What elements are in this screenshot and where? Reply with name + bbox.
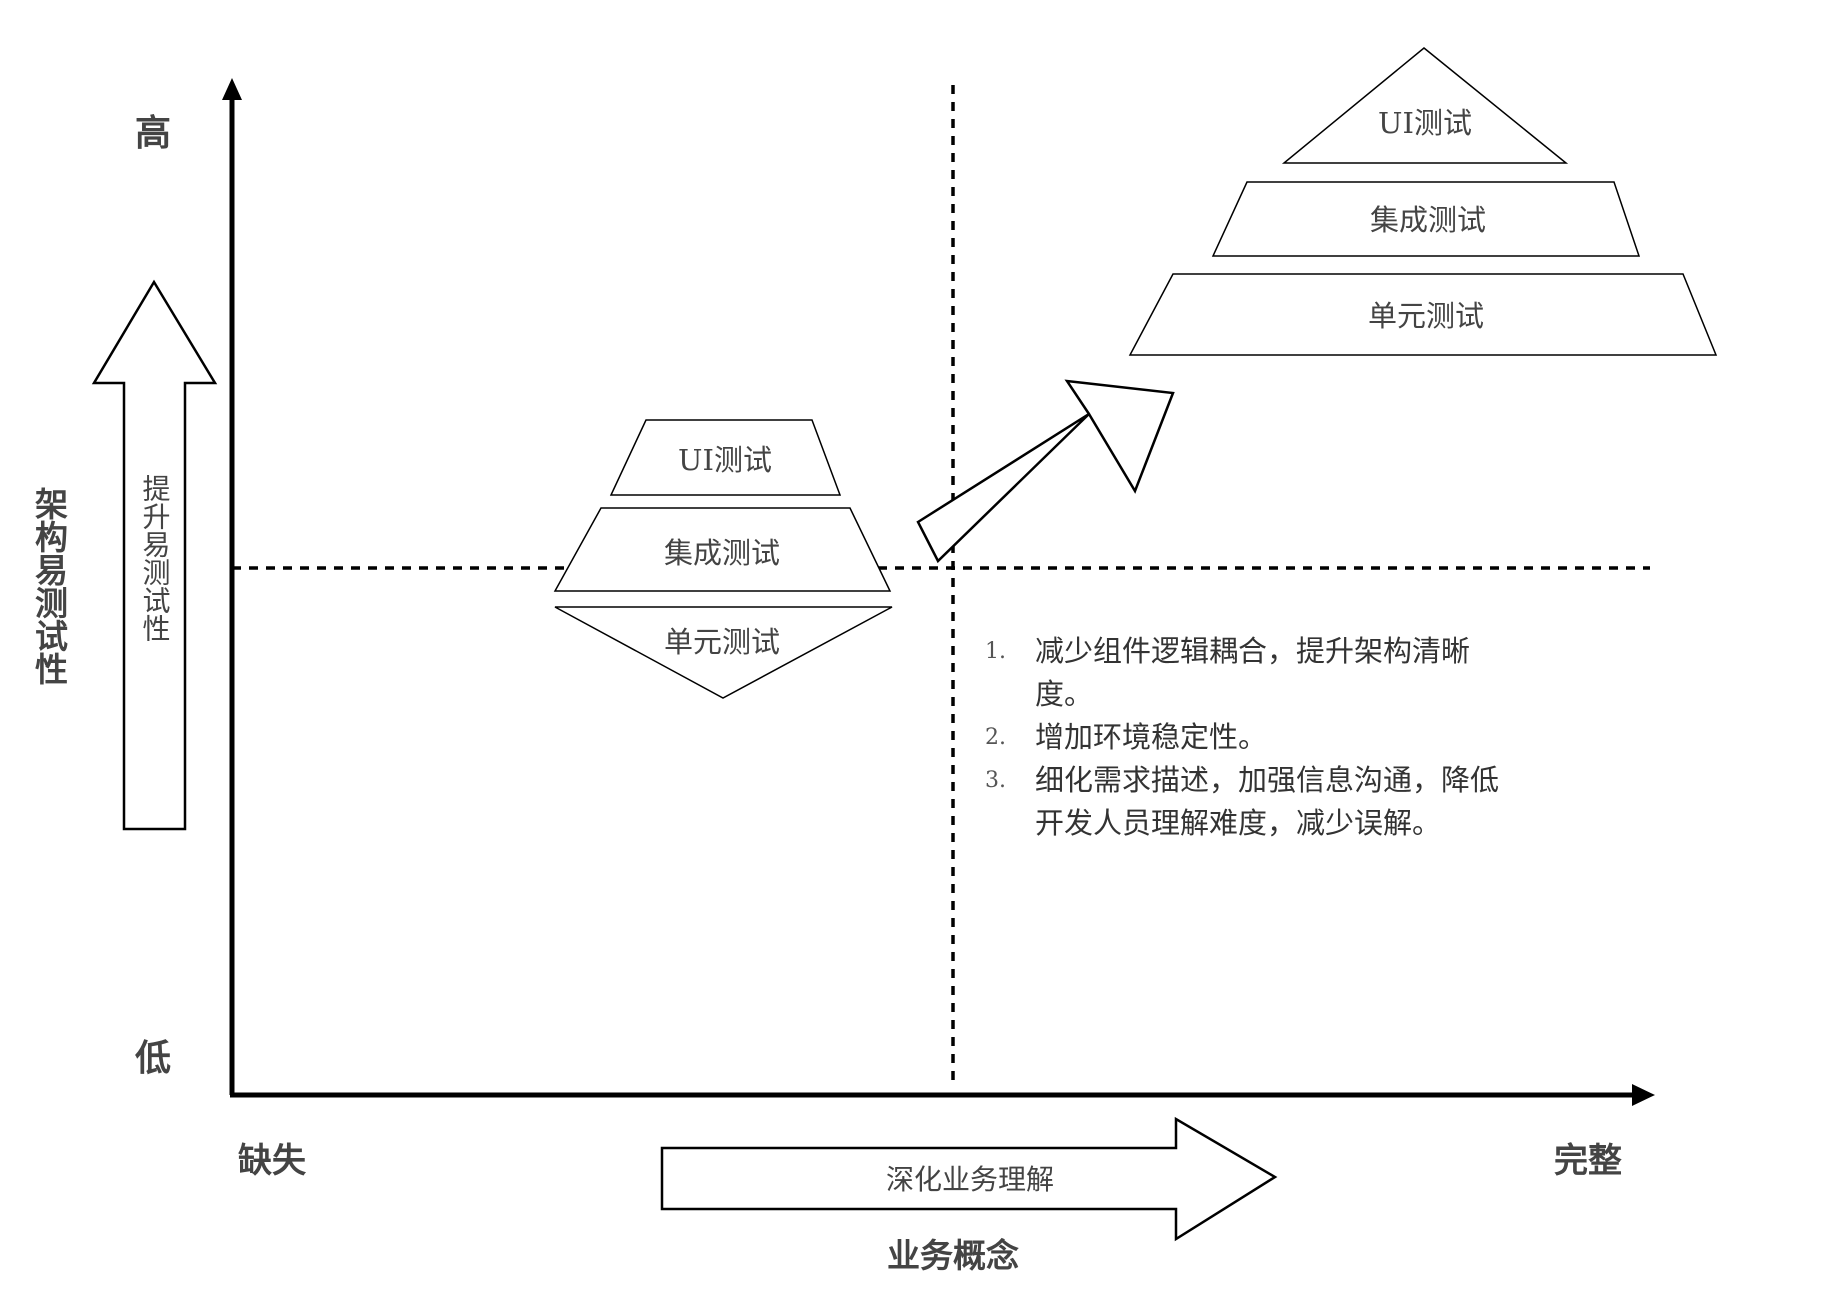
x-axis-arrowhead	[1632, 1084, 1655, 1106]
small-stack-integration-label: 集成测试	[664, 536, 780, 570]
diagonal-upgrade-arrow	[916, 379, 1175, 564]
note-text: 减少组件逻辑耦合，提升架构清晰度。	[1035, 634, 1471, 711]
pyramid-integration-layer	[1211, 181, 1641, 257]
note-text: 细化需求描述，加强信息沟通，降低开发人员理解难度，减少误解。	[1035, 763, 1500, 840]
pyramid-unit-label: 单元测试	[1368, 299, 1484, 333]
pyramid-unit-layer	[1128, 273, 1718, 356]
small-stack-ui-label: UI测试	[678, 443, 772, 477]
note-number: 3.	[985, 768, 1006, 793]
horizontal-deepen-arrow	[660, 1116, 1278, 1242]
small-stack-ui-layer	[609, 419, 842, 496]
horizontal-arrow-label: 深化业务理解	[886, 1163, 1054, 1196]
note-number: 2.	[985, 725, 1006, 750]
y-axis-low-label: 低	[135, 1037, 171, 1079]
x-axis-left-label: 缺失	[238, 1141, 307, 1181]
y-axis-title: 架构易测试性	[30, 487, 69, 685]
note-text: 增加环境稳定性。	[1035, 720, 1268, 754]
note-item: 2. 增加环境稳定性。	[985, 716, 1515, 759]
x-axis-right-label: 完整	[1554, 1141, 1622, 1181]
note-item: 3. 细化需求描述，加强信息沟通，降低开发人员理解难度，减少误解。	[985, 759, 1515, 845]
y-axis-arrowhead	[222, 78, 242, 100]
vertical-arrow-label: 提升易测试性	[139, 474, 172, 642]
pyramid-ui-label: UI测试	[1378, 106, 1472, 140]
vertical-improve-arrow	[91, 279, 218, 831]
pyramid-ui-layer	[1281, 47, 1569, 164]
improvement-notes: 1. 减少组件逻辑耦合，提升架构清晰度。 2. 增加环境稳定性。 3. 细化需求…	[985, 630, 1515, 845]
y-axis-high-label: 高	[135, 112, 171, 154]
small-stack-integration-layer	[553, 507, 892, 592]
small-stack-unit-label: 单元测试	[664, 625, 780, 659]
note-item: 1. 减少组件逻辑耦合，提升架构清晰度。	[985, 630, 1515, 716]
note-number: 1.	[985, 639, 1006, 664]
x-axis-title: 业务概念	[887, 1236, 1019, 1275]
small-stack-unit-layer	[554, 606, 893, 699]
pyramid-integration-label: 集成测试	[1370, 203, 1486, 237]
